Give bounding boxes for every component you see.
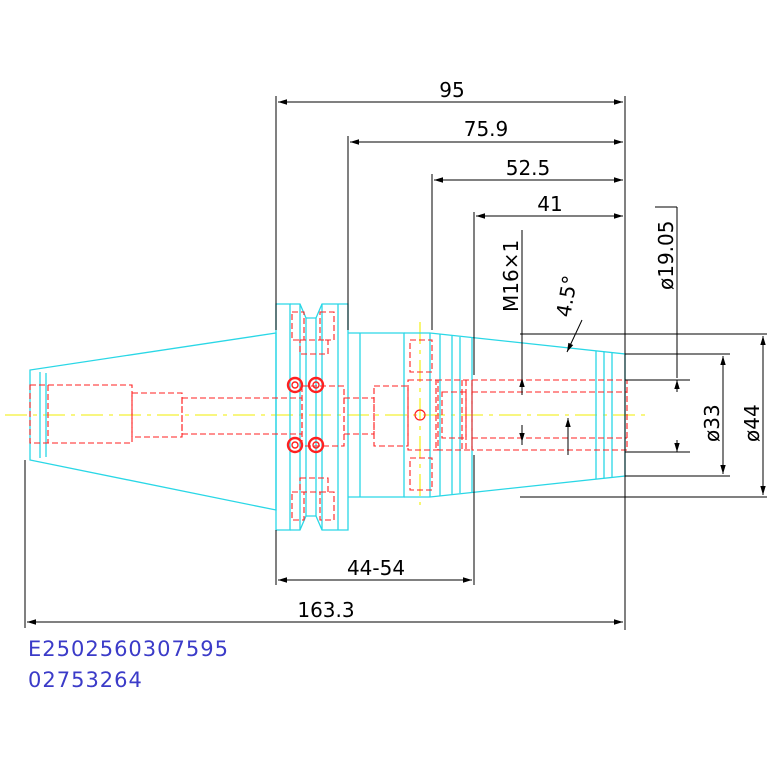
dim-thread: M16×1 <box>499 240 523 312</box>
dim-75-9: 75.9 <box>464 117 509 141</box>
dimension-lines <box>24 96 767 630</box>
dim-163-3: 163.3 <box>297 598 354 622</box>
dim-52-5: 52.5 <box>506 156 551 180</box>
dim-41: 41 <box>537 192 562 216</box>
dim-dia-33: ø33 <box>700 404 724 442</box>
dim-dia-44: ø44 <box>740 404 764 442</box>
part-code-secondary: 02753264 <box>28 668 143 692</box>
hidden-lines <box>29 311 628 521</box>
dim-95: 95 <box>439 78 464 102</box>
tool-holder-outline <box>29 303 626 531</box>
part-code-primary: E2502560307595 <box>28 637 229 661</box>
dim-angle: 4.5° <box>551 274 582 319</box>
dim-dia-19-05: ø19.05 <box>654 221 678 291</box>
dim-44-54: 44-54 <box>347 556 405 580</box>
set-screws <box>286 376 426 454</box>
